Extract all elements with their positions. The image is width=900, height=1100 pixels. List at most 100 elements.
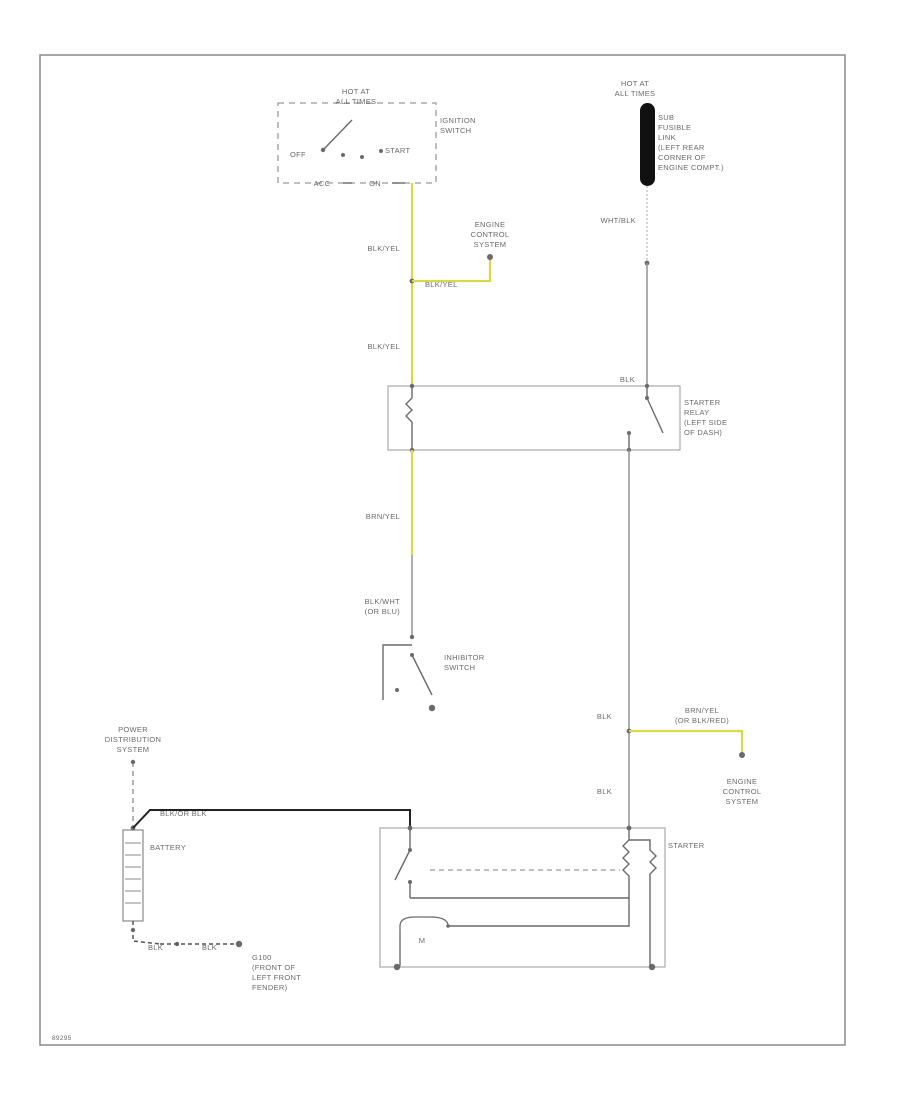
relay-line-4: OF DASH)	[684, 428, 722, 437]
fusible-wire-color: WHT/BLK	[601, 216, 636, 225]
fusible-desc-2: FUSIBLE	[658, 123, 691, 132]
relay-in-node	[644, 383, 650, 389]
ecs-bottom-line-2: CONTROL	[723, 787, 762, 796]
starter-box	[379, 827, 666, 968]
inhibitor-pivot	[410, 653, 414, 657]
ecs-bottom-terminal	[739, 752, 745, 758]
ignition-hot-label-2: ALL TIMES	[336, 97, 377, 106]
battery-name: BATTERY	[150, 843, 186, 852]
fusible-link: HOT AT ALL TIMES SUB FUSIBLE LINK (LEFT …	[601, 79, 724, 385]
starter-motor: STARTER M	[379, 825, 705, 971]
fusible-desc-3: LINK	[658, 133, 676, 142]
ecs-bottom-line-1: ENGINE	[727, 777, 758, 786]
battery-cells	[125, 842, 141, 904]
relay-contact-switch	[646, 397, 664, 434]
starter-ground-right	[648, 963, 656, 971]
inhibitor-switch-blade	[411, 654, 433, 696]
inhibitor-circuit: BRN/YEL BLK/WHT (OR BLU) INHIBITOR SWITC…	[365, 450, 485, 712]
relay-line-2: RELAY	[684, 408, 710, 417]
solenoid-hold-coil	[622, 828, 630, 898]
ground-line-3: LEFT FRONT	[252, 973, 301, 982]
ecs-top-wire	[412, 257, 492, 283]
pds-line-2: DISTRIBUTION	[105, 735, 162, 744]
fusible-link-body	[640, 103, 655, 186]
motor-winding-wire	[448, 898, 630, 927]
pds-line-3: SYSTEM	[117, 745, 150, 754]
wire-label-blk-1: BLK	[597, 712, 612, 721]
ignition-name-2: SWITCH	[440, 126, 471, 135]
solenoid-pull-coil	[629, 839, 657, 966]
ground-line-1: G100	[252, 953, 272, 962]
inhibitor-in-node	[409, 634, 415, 640]
battery-cable	[132, 809, 411, 829]
starter-feed-circuit: BLK BRN/YEL (OR BLK/RED) ENGINE CONTROL …	[597, 450, 761, 828]
ignition-hot-label-1: HOT AT	[342, 87, 370, 96]
wire-label-blk-yel-1: BLK/YEL	[367, 244, 400, 253]
ground-wire-label-1: BLK	[148, 943, 163, 952]
ground-terminal	[235, 940, 243, 948]
ignition-pivot	[320, 147, 326, 153]
relay-line-3: (LEFT SIDE	[684, 418, 727, 427]
relay-contact-pivot	[645, 396, 649, 400]
fusible-hot-label-1: HOT AT	[621, 79, 649, 88]
wire-label-blk-wht-1: BLK/WHT	[365, 597, 401, 606]
wire-label-brn-yel: BRN/YEL	[366, 512, 400, 521]
ignition-to-relay-circuit: BLK/YEL BLK/YEL ENGINE CONTROL SYSTEM BL…	[367, 183, 509, 385]
ignition-contact-acc	[360, 155, 364, 159]
diagram-code: 89295	[52, 1035, 72, 1042]
relay-coil-top-node	[409, 383, 415, 389]
relay-line-1: STARTER	[684, 398, 721, 407]
ignition-contact-start	[379, 149, 383, 153]
ignition-pos-on: ON	[369, 179, 381, 188]
fusible-desc-4: (LEFT REAR	[658, 143, 705, 152]
starter-relay: BLK STARTER RELAY (LEFT SIDE OF DASH)	[387, 375, 727, 453]
ecs-top-line-1: ENGINE	[475, 220, 506, 229]
pds-line-1: POWER	[118, 725, 148, 734]
starter-ground-left	[393, 963, 401, 971]
battery-ground-lead	[132, 921, 161, 945]
battery-body	[122, 829, 144, 922]
diagram-frame	[39, 54, 846, 1046]
ignition-contact-off	[341, 153, 345, 157]
inhibitor-line-2: SWITCH	[444, 663, 475, 672]
wire-label-blk-2: BLK	[597, 787, 612, 796]
battery-section: POWER DISTRIBUTION SYSTEM BATTERY BLK/OR…	[105, 725, 411, 992]
motor-arc	[399, 916, 449, 934]
ignition-switch: HOT AT ALL TIMES OFF START ACC ON IGNITI…	[277, 87, 476, 188]
inhibitor-ground	[428, 704, 436, 712]
inhibitor-line-1: INHIBITOR	[444, 653, 485, 662]
ecs-top-terminal	[487, 254, 493, 260]
fusible-desc-1: SUB	[658, 113, 674, 122]
ground-wire-label-2: BLK	[202, 943, 217, 952]
ignition-switch-arm	[322, 119, 353, 151]
starter-name: STARTER	[668, 841, 705, 850]
starter-main-pivot	[408, 848, 412, 852]
ecs-bottom-line-3: SYSTEM	[726, 797, 759, 806]
ignition-pos-off: OFF	[290, 150, 306, 159]
ecs-bottom-wire	[629, 729, 744, 755]
ground-line-4: FENDER)	[252, 983, 288, 992]
ignition-pos-acc: ACC	[314, 179, 331, 188]
ecs-top-wire-color: BLK/YEL	[425, 280, 458, 289]
ecs-top-line-2: CONTROL	[471, 230, 510, 239]
fusible-hot-label-2: ALL TIMES	[615, 89, 656, 98]
wire-label-blk-yel-2: BLK/YEL	[367, 342, 400, 351]
ground-line-2: (FRONT OF	[252, 963, 296, 972]
ecs-top-line-3: SYSTEM	[474, 240, 507, 249]
ignition-pos-start: START	[385, 146, 411, 155]
battery-neg-node	[130, 927, 136, 933]
inhibitor-switch-bracket	[382, 644, 412, 700]
fusible-desc-5: CORNER OF	[658, 153, 706, 162]
ecs-bottom-wire-color-1: BRN/YEL	[685, 706, 719, 715]
ignition-switch-box	[277, 102, 437, 184]
ecs-bottom-wire-color-2: (OR BLK/RED)	[675, 716, 729, 725]
inhibitor-contact	[395, 688, 399, 692]
starter-main-switch	[394, 849, 411, 881]
starter-relay-box	[387, 385, 681, 451]
battery-cable-label: BLK/OR BLK	[160, 809, 207, 818]
wire-label-blk-wht-2: (OR BLU)	[365, 607, 401, 616]
fusible-desc-6: ENGINE COMPT.)	[658, 163, 724, 172]
motor-label: M	[419, 936, 426, 945]
ignition-name-1: IGNITION	[440, 116, 476, 125]
